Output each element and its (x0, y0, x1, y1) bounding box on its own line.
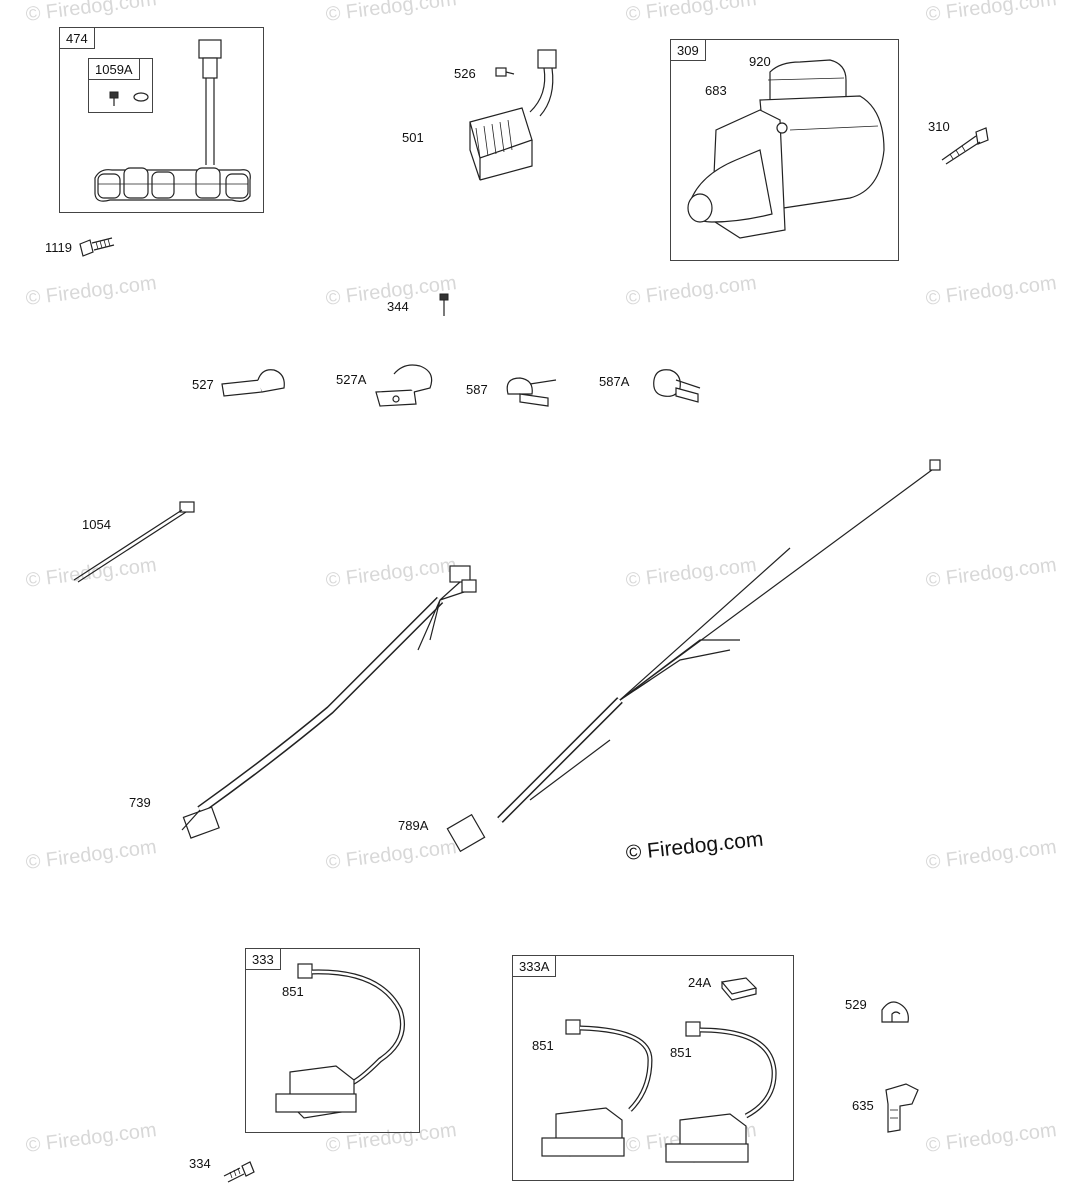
alternator-stator-drawing (94, 39, 251, 202)
part-label-24a: 24A (688, 975, 712, 990)
clip-527-drawing (221, 369, 285, 397)
group-box-309: 309 (670, 39, 899, 261)
part-label-851: 851 (670, 1045, 692, 1060)
group-tag-333a: 333A (513, 956, 557, 977)
clip-527a-drawing (375, 364, 433, 407)
part-label-1119: 1119 (45, 240, 72, 255)
part-label-587a: 587A (599, 374, 630, 389)
part-label-739: 739 (129, 795, 151, 810)
screw-344-drawing (439, 293, 449, 316)
screw-526-drawing (495, 67, 515, 77)
part-label-851: 851 (282, 984, 304, 999)
ignition-coil-333a-right-drawing (665, 1021, 777, 1163)
bolt-310-drawing (941, 127, 989, 165)
part-label-310: 310 (928, 119, 950, 134)
ignition-coil-333-drawing (275, 963, 405, 1119)
part-label-527a: 527A (336, 372, 367, 387)
group-box-1059a: 1059A (88, 58, 153, 113)
spark-plug-boot-drawing (885, 1083, 919, 1133)
part-label-527: 527 (192, 377, 214, 392)
group-tag-474: 474 (60, 28, 95, 49)
group-tag-309: 309 (671, 40, 706, 61)
group-box-474: 474 1059A (59, 27, 264, 213)
part-label-501: 501 (402, 130, 424, 145)
bolt-334-drawing (223, 1161, 255, 1183)
grommet-529-drawing (881, 1001, 909, 1023)
regulator-drawing (469, 49, 557, 181)
part-label-344: 344 (387, 299, 409, 314)
part-label-587: 587 (466, 382, 488, 397)
part-label-529: 529 (845, 997, 867, 1012)
part-label-851: 851 (532, 1038, 554, 1053)
part-label-683: 683 (705, 83, 727, 98)
wire-harness-739-drawing (181, 565, 477, 839)
group-tag-333: 333 (246, 949, 281, 970)
part-label-334: 334 (189, 1156, 211, 1171)
part-label-789a: 789A (398, 818, 429, 833)
group-box-333: 333 (245, 948, 420, 1133)
cable-tie-drawing (73, 501, 195, 583)
part-label-635: 635 (852, 1098, 874, 1113)
bolt-1119-drawing (79, 237, 115, 257)
clip-587-drawing (506, 377, 557, 407)
part-label-1054: 1054 (82, 517, 111, 532)
part-label-920: 920 (749, 54, 771, 69)
part-label-526: 526 (454, 66, 476, 81)
starter-motor-drawing (687, 59, 885, 239)
ignition-coil-333a-left-drawing (541, 1019, 653, 1157)
group-box-333a: 333A (512, 955, 794, 1181)
pad-24a-drawing (720, 977, 758, 1001)
clip-587a-drawing (653, 369, 701, 403)
group-tag-1059a: 1059A (89, 59, 140, 80)
wire-harness-789a-drawing (446, 459, 941, 853)
screw-washer-drawing (109, 91, 149, 106)
